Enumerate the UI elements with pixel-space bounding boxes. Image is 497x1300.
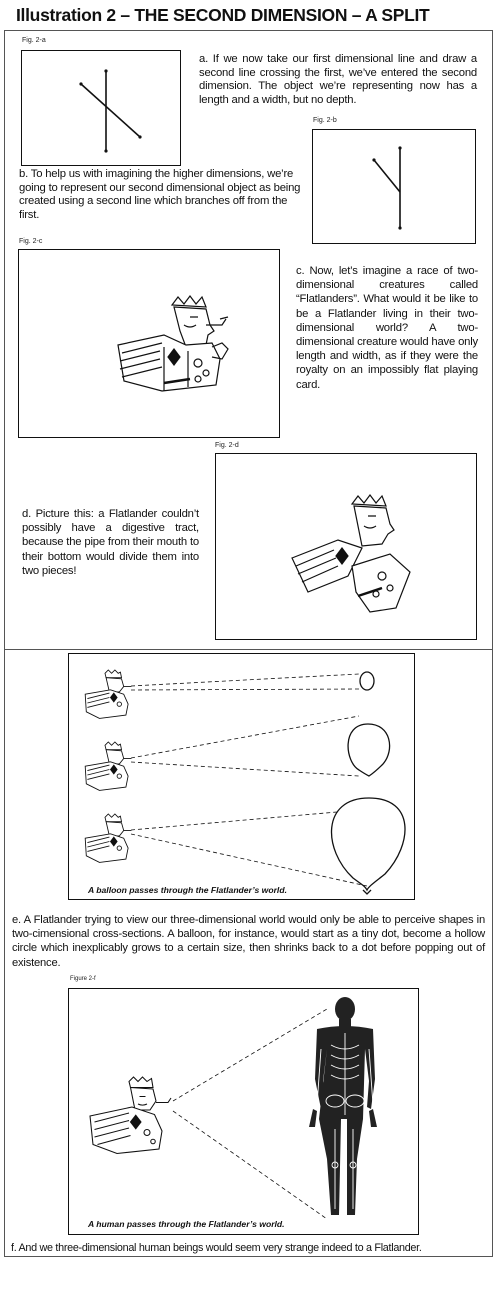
branching-line-diagram — [372, 146, 402, 230]
fig-2d-text: d. Picture this: a Flatlander couldn’t p… — [22, 508, 199, 577]
fig-2a-label: Fig. 2-a — [22, 37, 46, 44]
crossing-lines-diagram — [79, 69, 142, 153]
fig-2e-caption: A balloon passes through the Flatlander’… — [88, 885, 287, 895]
fig-2a-text: a. If we now take our first dimensional … — [199, 53, 477, 106]
fig-2c-label: Fig. 2-c — [19, 238, 43, 245]
fig-2f-caption: A human passes through the Flatlander’s … — [88, 1219, 285, 1229]
lower-section-border — [4, 648, 493, 1257]
fig-2b-frame — [312, 129, 476, 244]
flatlander-king-image — [117, 295, 229, 392]
fig-2d-frame — [215, 453, 477, 640]
upper-section-border — [4, 30, 493, 650]
fig-2f-label: Figure 2-f — [70, 976, 96, 982]
fig-2c-text: c. Now, let’s imagine a race of two-dime… — [296, 265, 478, 391]
fig-2f-text: f. And we three-dimensional human beings… — [11, 1242, 422, 1254]
split-flatlander-image — [291, 494, 411, 613]
fig-2f-frame — [68, 988, 419, 1235]
human-crosssection-image — [89, 997, 377, 1220]
page-title: Illustration 2 – THE SECOND DIMENSION – … — [16, 5, 430, 25]
balloon-sequence-image — [84, 669, 406, 895]
fig-2c-frame — [18, 249, 280, 438]
fig-2b-label: Fig. 2-b — [313, 117, 337, 124]
fig-2a-frame — [21, 50, 181, 166]
fig-2d-label: Fig. 2-d — [215, 442, 239, 449]
fig-2b-text: b. To help us with imagining the higher … — [19, 168, 301, 221]
fig-2e-frame — [68, 653, 415, 900]
fig-2e-text: e. A Flatlander trying to view our three… — [12, 914, 485, 969]
